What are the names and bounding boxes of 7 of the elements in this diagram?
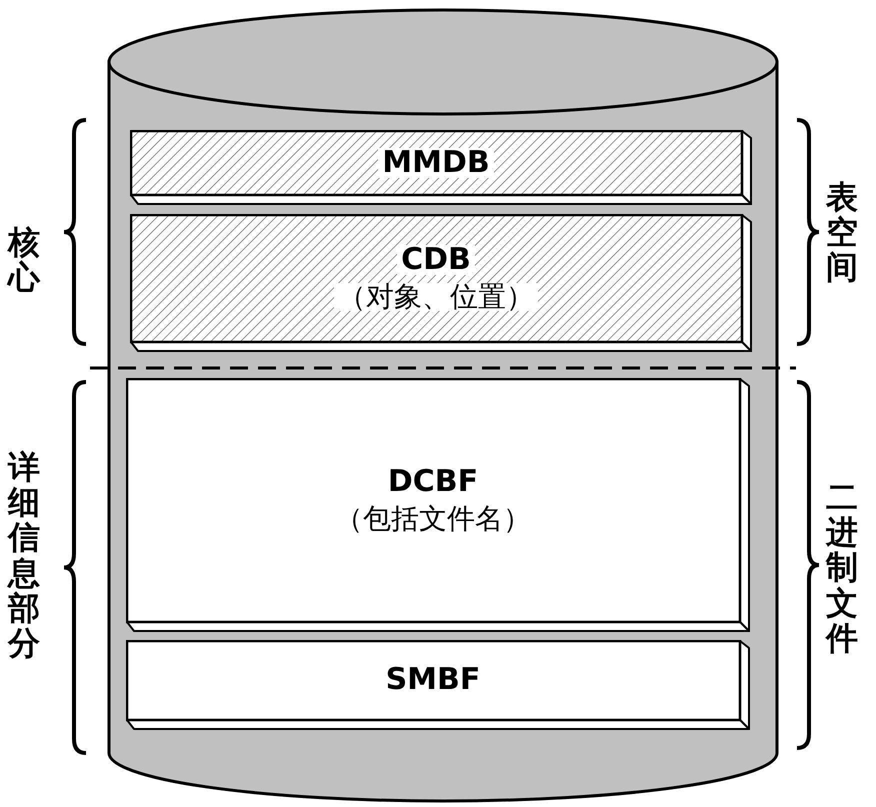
bracket-label: 表空间 — [826, 180, 858, 286]
bracket-label: 核心 — [8, 225, 40, 296]
box-label: （对象、位置） — [334, 283, 538, 311]
box-label: MMDB — [378, 148, 494, 178]
box-label: CDB — [397, 245, 475, 275]
bracket-label: 二进制文件 — [826, 480, 858, 656]
bracket-label: 详细信息部分 — [8, 450, 40, 662]
